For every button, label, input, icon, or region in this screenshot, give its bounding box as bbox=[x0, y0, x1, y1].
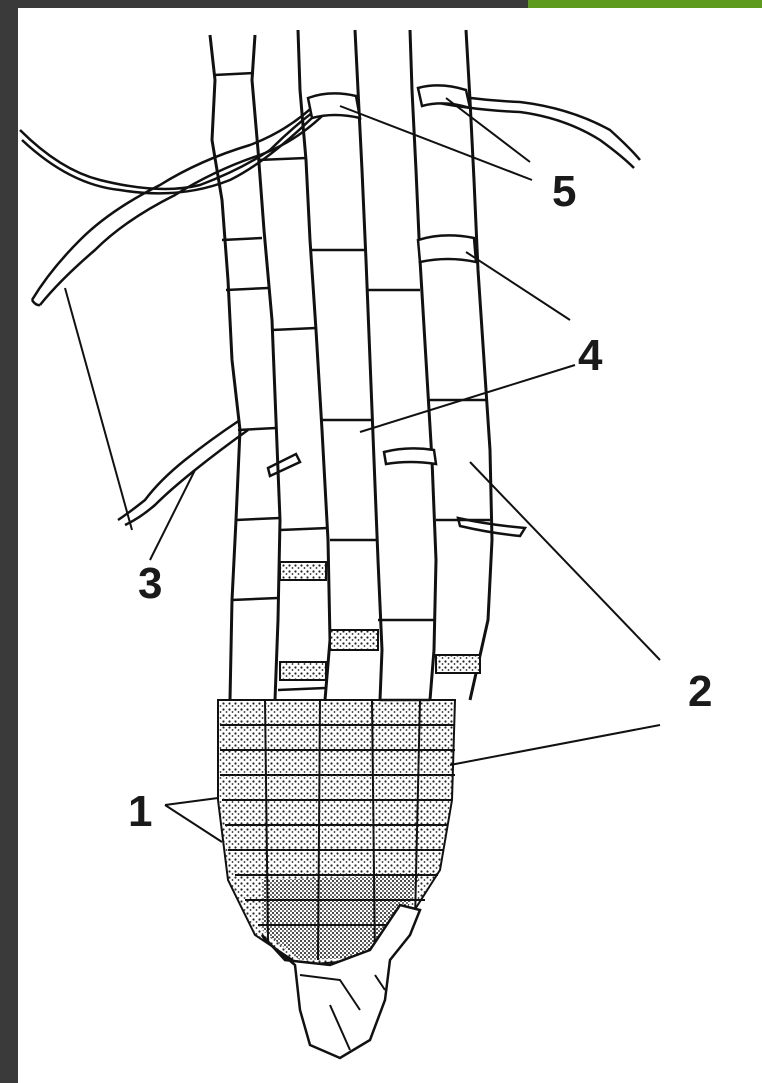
label-4: 4 bbox=[578, 331, 603, 380]
label-2: 2 bbox=[688, 667, 712, 716]
label-1: 1 bbox=[128, 787, 152, 836]
label-3: 3 bbox=[138, 559, 162, 608]
label-5: 5 bbox=[552, 167, 576, 216]
cross-walls bbox=[214, 73, 490, 700]
root-hair-bases bbox=[308, 85, 476, 464]
root-hairs bbox=[20, 90, 640, 536]
